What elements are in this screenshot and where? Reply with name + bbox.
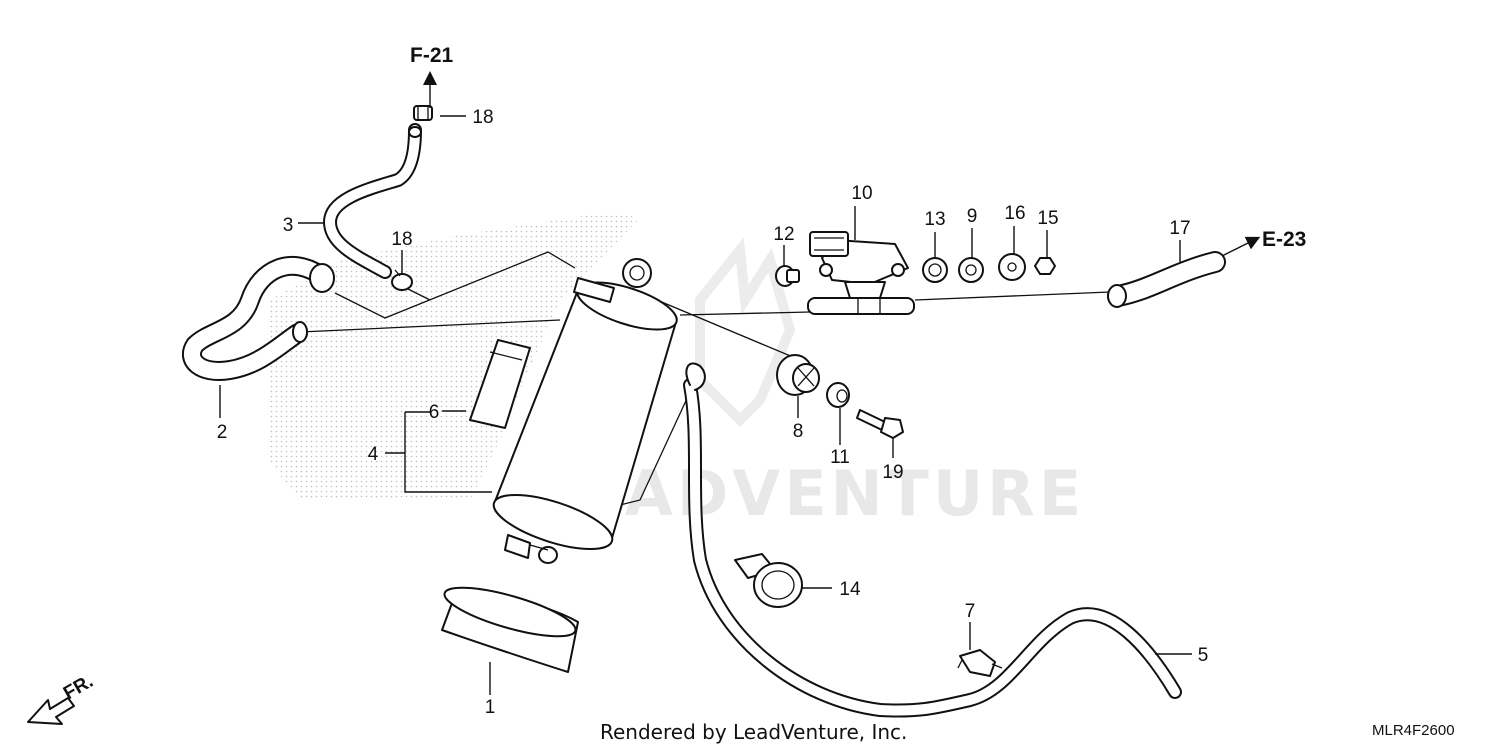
reference-top-arrow: F-21 xyxy=(410,44,454,108)
callout-6: 6 xyxy=(429,402,440,423)
callout-14: 14 xyxy=(839,579,861,600)
part-7-clip xyxy=(957,649,1003,677)
callout-labels: 1 2 3 4 5 6 7 8 9 10 11 12 13 14 15 16 1… xyxy=(217,107,1209,718)
part-18-clip-top xyxy=(413,105,433,121)
frame-silhouette-shading xyxy=(268,212,640,500)
part-6-sheet xyxy=(469,339,531,429)
reference-top-label: F-21 xyxy=(410,44,454,67)
part-17-hose xyxy=(1107,251,1226,308)
callout-8: 8 xyxy=(793,421,804,442)
part-13-collar xyxy=(922,257,948,283)
part-12-grommet xyxy=(775,265,800,287)
callout-17: 17 xyxy=(1169,218,1190,239)
part-3-hose xyxy=(322,123,422,279)
callout-18-lower: 18 xyxy=(391,229,412,250)
callout-18-top: 18 xyxy=(472,107,493,128)
callout-11: 11 xyxy=(830,447,850,468)
part-2-formed-hose xyxy=(182,256,335,381)
callout-leaders xyxy=(219,115,1192,695)
callout-12: 12 xyxy=(773,224,794,245)
reference-right-label: E-23 xyxy=(1262,228,1306,251)
part-15-nut xyxy=(1034,257,1056,275)
part-14-clip xyxy=(734,553,803,608)
callout-15: 15 xyxy=(1037,208,1058,229)
part-8-grommet xyxy=(776,354,820,396)
callout-9: 9 xyxy=(967,206,978,227)
callout-1: 1 xyxy=(485,697,496,718)
front-direction-indicator: FR. xyxy=(27,671,97,725)
part-9-washer xyxy=(958,257,984,283)
callout-3: 3 xyxy=(283,215,294,236)
callout-19: 19 xyxy=(882,462,903,483)
part-1-band xyxy=(441,586,579,673)
callout-7: 7 xyxy=(965,601,976,622)
part-4-canister xyxy=(492,258,678,564)
callout-4: 4 xyxy=(368,444,379,465)
footer-credit: Rendered by LeadVenture, Inc. xyxy=(600,720,907,744)
callout-13: 13 xyxy=(924,209,945,230)
reference-right-arrow: E-23 xyxy=(1221,228,1306,257)
part-5-long-hose xyxy=(683,362,1182,718)
callout-16: 16 xyxy=(1004,203,1025,224)
callout-10: 10 xyxy=(851,183,872,204)
part-10-valve xyxy=(807,231,915,315)
callout-5: 5 xyxy=(1198,645,1209,666)
callout-2: 2 xyxy=(217,422,228,443)
diagram-code: MLR4F2600 xyxy=(1372,722,1455,739)
part-11-washer xyxy=(826,382,850,408)
part-18-clip-lower xyxy=(391,269,413,291)
part-19-bolt xyxy=(856,409,904,439)
part-16-washer xyxy=(998,253,1026,281)
